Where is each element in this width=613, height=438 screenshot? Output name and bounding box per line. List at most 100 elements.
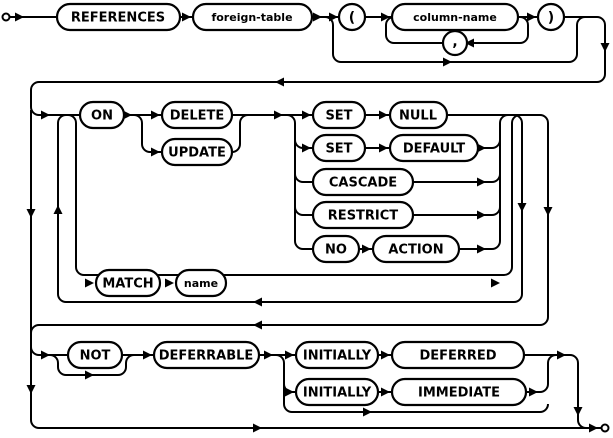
foreign-table-label: foreign-table	[211, 11, 292, 24]
arrows	[15, 12, 610, 433]
restrict-pill-shape	[311, 200, 415, 230]
arrow-right	[379, 143, 388, 153]
arrow-right	[362, 244, 371, 254]
arrow-right	[123, 110, 132, 120]
name-label: name	[184, 277, 218, 290]
restrict-pill: RESTRICT	[311, 200, 415, 230]
arrow-right	[477, 143, 486, 153]
arrow-right	[557, 350, 566, 360]
set-null-set-label: SET	[325, 109, 352, 124]
line	[30, 110, 601, 429]
null-pill-shape	[388, 100, 449, 130]
match-pill-shape	[94, 268, 162, 298]
comma-circle: ,	[441, 29, 469, 57]
default-pill-shape	[388, 133, 480, 163]
cascade-pill: CASCADE	[311, 167, 415, 197]
comma-shape	[441, 29, 469, 57]
arrow-up	[53, 205, 63, 214]
match-label: MATCH	[102, 277, 153, 292]
arrow-down	[517, 203, 527, 212]
arrow-right	[529, 387, 538, 397]
initially-immediate-initially-pill: INITIALLY	[294, 377, 380, 407]
initially-deferred-initially-pill-shape	[294, 340, 380, 370]
foreign-table-pill-shape	[191, 2, 314, 32]
default-label: DEFAULT	[403, 142, 465, 157]
action-pill-shape	[371, 234, 461, 264]
immediate-pill-shape	[390, 377, 528, 407]
open-paren-label: (	[349, 10, 355, 26]
arrow-right	[363, 407, 372, 417]
arrow-down	[573, 407, 583, 416]
arrow-right	[143, 350, 152, 360]
deferrable-pill: DEFERRABLE	[152, 340, 261, 370]
no-label: NO	[325, 243, 347, 258]
end-terminal-icon	[600, 423, 610, 433]
arrow-down	[600, 43, 610, 52]
not-pill: NOT	[66, 340, 124, 370]
arrow-right	[264, 350, 273, 360]
initially-deferred-initially-pill: INITIALLY	[294, 340, 380, 370]
restrict-label: RESTRICT	[328, 209, 399, 224]
arrow-left	[253, 320, 262, 330]
arrow-right	[253, 423, 262, 433]
arrow-right	[285, 350, 294, 360]
action-pill: ACTION	[371, 234, 461, 264]
name-pill-shape	[174, 268, 228, 298]
no-pill-shape	[311, 234, 361, 264]
arrow-left	[465, 38, 474, 48]
arrow-right	[151, 147, 160, 157]
line	[30, 346, 587, 429]
delete-label: DELETE	[170, 109, 225, 124]
update-label: UPDATE	[168, 146, 226, 161]
arrow-right	[85, 370, 94, 380]
deferred-pill-shape	[390, 340, 526, 370]
immediate-label: IMMEDIATE	[418, 386, 500, 401]
arrow-right	[381, 350, 390, 360]
close-paren-label: )	[548, 10, 554, 26]
cascade-pill-shape	[311, 167, 415, 197]
arrow-right	[41, 110, 50, 120]
default-pill: DEFAULT	[388, 133, 480, 163]
arrow-right	[443, 57, 452, 67]
set-null-set-pill: SET	[311, 100, 367, 130]
set-default-set-pill-shape	[311, 133, 367, 163]
arrow-right	[274, 110, 283, 120]
deferred-pill: DEFERRED	[390, 340, 526, 370]
arrow-down	[543, 207, 553, 216]
deferrable-label: DEFERRABLE	[159, 349, 254, 364]
set-default-set-label: SET	[325, 142, 352, 157]
initially-deferred-initially-label: INITIALLY	[303, 349, 372, 364]
no-pill: NO	[311, 234, 361, 264]
initially-immediate-initially-pill-shape	[294, 377, 380, 407]
references-pill: REFERENCES	[55, 2, 182, 32]
null-pill: NULL	[388, 100, 449, 130]
null-label: NULL	[399, 109, 437, 124]
on-pill-shape	[78, 100, 126, 130]
set-null-set-pill-shape	[311, 100, 367, 130]
arrow-right	[302, 110, 311, 120]
foreign-table-pill: foreign-table	[191, 2, 314, 32]
immediate-pill: IMMEDIATE	[390, 377, 528, 407]
not-label: NOT	[80, 349, 111, 364]
arrow-right	[182, 12, 191, 22]
references-pill-shape	[55, 2, 182, 32]
open-paren-shape	[337, 2, 367, 32]
cascade-label: CASCADE	[329, 176, 397, 191]
set-default-set-pill: SET	[311, 133, 367, 163]
delete-pill-shape	[160, 100, 234, 130]
not-pill-shape	[66, 340, 124, 370]
arrow-left	[253, 297, 262, 307]
deferrable-pill-shape	[152, 340, 261, 370]
close-paren-shape	[536, 2, 566, 32]
arrow-right	[491, 278, 500, 288]
arrow-right	[477, 177, 486, 187]
arrow-right	[381, 12, 390, 22]
close-paren-circle: )	[536, 2, 566, 32]
arrow-right	[477, 210, 486, 220]
open-paren-circle: (	[337, 2, 367, 32]
initially-immediate-initially-label: INITIALLY	[303, 386, 372, 401]
arrow-right	[589, 423, 598, 433]
line	[324, 16, 586, 63]
arrow-down	[26, 209, 36, 218]
